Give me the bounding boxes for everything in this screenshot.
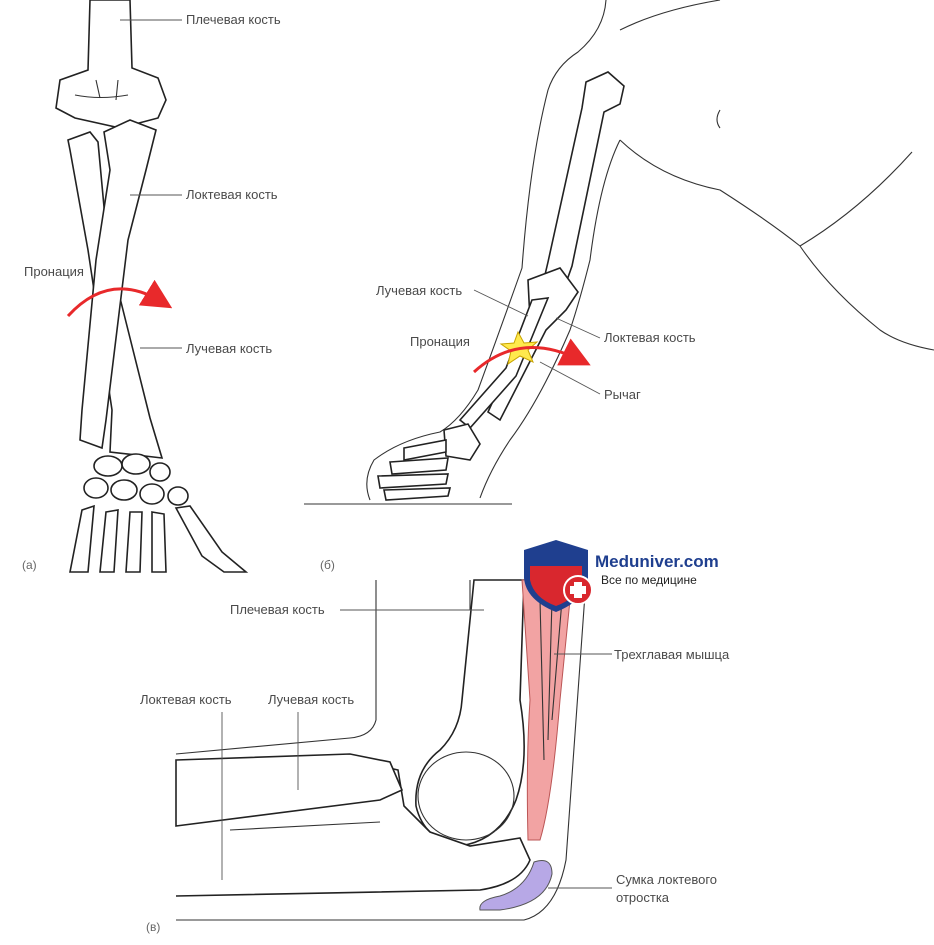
pronation-arrow-a	[66, 279, 173, 318]
hand-bones-b	[377, 423, 481, 501]
panel-letter-b: (б)	[320, 558, 335, 572]
ulna-bone-a	[79, 119, 157, 450]
label-radius-b: Лучевая кость	[376, 283, 463, 298]
label-humerus-c: Плечевая кость	[230, 602, 325, 617]
label-pronation-b: Пронация	[410, 334, 470, 349]
label-lever-b: Рычаг	[604, 387, 641, 402]
label-triceps-c: Трехглавая мышца	[614, 647, 730, 662]
olecranon-bursa	[479, 860, 553, 911]
pronation-arrow-b	[472, 338, 591, 374]
humerus-bone-c	[415, 579, 525, 847]
panel-a-skeleton	[55, 0, 249, 573]
label-ulna-a: Локтевая кость	[186, 187, 278, 202]
panel-letter-c: (в)	[146, 920, 161, 934]
hand-bones-a	[69, 504, 249, 573]
humerus-bone-b	[539, 71, 625, 301]
label-humerus-a: Плечевая кость	[186, 12, 281, 27]
panel-b-arm	[304, 0, 934, 505]
meduniver-brand: Meduniver.com Все по медицине	[595, 552, 719, 588]
panel-c-elbow	[175, 579, 612, 921]
radius-bone-c	[175, 753, 404, 827]
label-bursa-line2: отростка	[616, 890, 670, 905]
brand-name: Meduniver.com	[595, 552, 719, 571]
label-radius-c: Лучевая кость	[268, 692, 355, 707]
label-bursa-line1: Сумка локтевого	[616, 872, 718, 887]
brand-tagline: Все по медицине	[601, 573, 697, 587]
arm-outline	[175, 580, 377, 755]
label-ulna-b: Локтевая кость	[604, 330, 696, 345]
meduniver-logo-icon	[524, 540, 593, 612]
label-pronation-a: Пронация	[24, 264, 84, 279]
torso-outline	[366, 0, 607, 501]
wrist-bones-a	[83, 453, 189, 506]
humerus-bone-a	[55, 0, 167, 129]
label-radius-a: Лучевая кость	[186, 341, 273, 356]
label-ulna-c: Локтевая кость	[140, 692, 232, 707]
triceps-muscle	[521, 579, 573, 841]
panel-letter-a: (а)	[22, 558, 37, 572]
